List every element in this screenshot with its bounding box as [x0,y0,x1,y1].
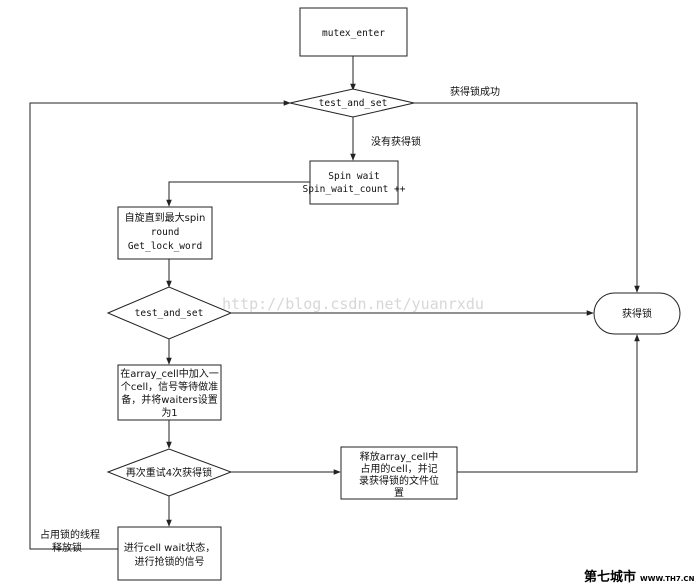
node-spin-round-line-2: round [151,227,180,238]
edge-release-to-got-lock [457,334,640,473]
node-spin-wait-line-2: Spin_wait_count ++ [303,184,406,195]
site-logo-sub: WWW.TH7.CN [640,575,695,583]
node-array-cell-line-3: 备，并将waiters设置 [121,393,217,406]
watermark-text: http://blog.csdn.net/yuanrxdu [222,295,484,313]
node-spin-wait: Spin wait Spin_wait_count ++ [303,160,406,205]
node-array-cell-line-4: 为1 [161,407,177,419]
node-release-cell: 释放array_cell中 占用的cell，并记 录获得锁的文件位 置 [340,446,458,500]
decision-test-and-set-2-label: test_and_set [135,308,204,319]
node-mutex-enter: mutex_enter [299,7,408,57]
edge-label-lock-success: 获得锁成功 [450,85,500,98]
edge-wait-to-test1 [29,100,291,550]
edge-test1-to-got-lock [414,102,640,293]
decision-retry: 再次重试4次获得锁 [106,448,233,497]
edge-label-owner-release-line-2: 释放锁 [52,541,82,554]
node-spin-wait-line-1: Spin wait [328,171,379,182]
node-array-cell-line-2: 个cell，信号等待做准 [121,380,218,393]
node-spin-round-line-1: 自旋直到最大spin [125,211,206,224]
node-release-cell-line-2: 占用的cell，并记 [360,462,437,475]
edge-spin-to-round [166,181,310,207]
node-wait-state: 进行cell wait状态， 进行抢锁的信号 [117,526,222,581]
node-release-cell-line-1: 释放array_cell中 [360,450,438,463]
edge-label-no-lock: 没有获得锁 [371,135,421,148]
node-spin-round-line-3: Get_lock_word [128,241,202,252]
node-release-cell-line-4: 置 [394,487,404,499]
node-wait-state-line-2: 进行抢锁的信号 [135,555,205,568]
terminal-got-lock-label: 获得锁 [622,307,652,320]
terminal-got-lock: 获得锁 [593,292,681,335]
node-array-cell: 在array_cell中加入一 个cell，信号等待做准 备，并将waiters… [117,364,222,421]
node-array-cell-line-1: 在array_cell中加入一 [120,367,218,380]
node-spin-round: 自旋直到最大spin round Get_lock_word [117,206,213,260]
site-logo-main: 第七城市 [584,570,637,585]
edge-label-owner-release-line-1: 占用锁的线程 [40,528,100,541]
node-mutex-enter-label: mutex_enter [322,28,385,39]
decision-test-and-set-1: test_and_set [289,88,415,118]
decision-retry-label: 再次重试4次获得锁 [126,466,212,479]
edges [29,56,640,550]
decision-test-and-set-1-label: test_and_set [319,98,388,109]
node-release-cell-line-3: 录获得锁的文件位 [359,474,439,487]
node-wait-state-line-1: 进行cell wait状态， [124,541,215,554]
decision-test-and-set-2: test_and_set [106,286,233,340]
